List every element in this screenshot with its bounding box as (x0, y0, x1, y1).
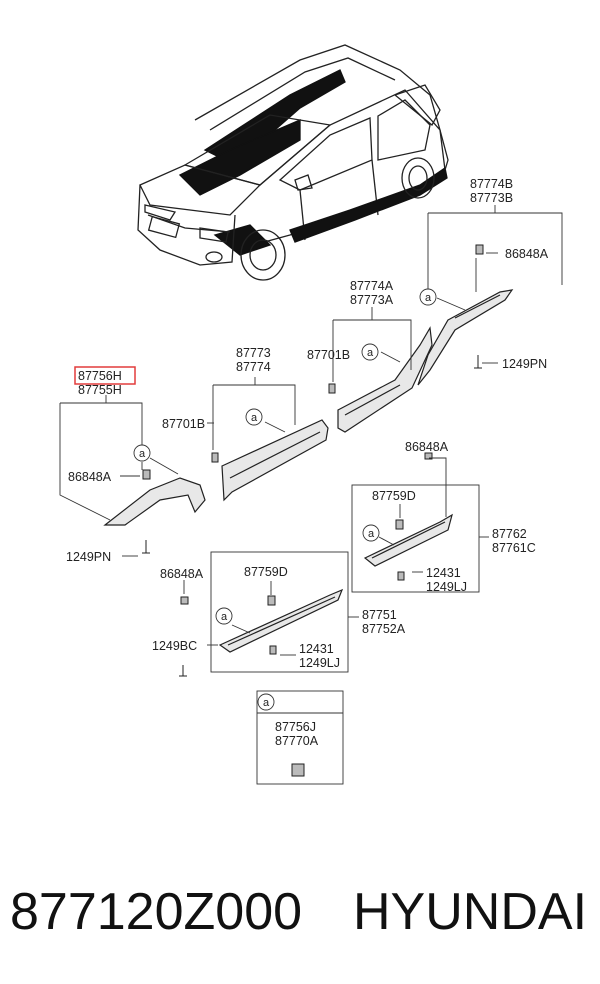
label-87759d-bottom: 87759D (244, 565, 288, 579)
label-87774a: 87774A (350, 279, 394, 293)
callout-a-marker (133, 444, 151, 462)
label-87759d-right: 87759D (372, 489, 416, 503)
label-1249lj-bottom: 1249LJ (299, 656, 340, 670)
label-86848a-top: 86848A (505, 247, 549, 261)
rear-door-moulding (337, 326, 433, 433)
label-1249lj-right: 1249LJ (426, 580, 467, 594)
label-87773: 87773 (236, 346, 271, 360)
label-87755h: 87755H (78, 383, 122, 397)
label-87773a: 87773A (350, 293, 394, 307)
callout-a: a (367, 347, 374, 359)
label-12431-bottom: 12431 (299, 642, 334, 656)
callout-letters: a a a a a a a (139, 292, 432, 709)
parts-diagram: a a a a a a a 87774B 87773B 86848A 87774… (59, 44, 563, 785)
front-door-moulding (221, 419, 329, 502)
callout-markers (133, 288, 437, 711)
callout-a: a (139, 448, 146, 460)
label-1249bc: 1249BC (152, 639, 197, 653)
label-87770a: 87770A (275, 734, 319, 748)
highlight-box (74, 366, 136, 385)
label-86848a-right: 86848A (405, 440, 449, 454)
callout-a-marker (245, 408, 263, 426)
label-12431-right: 12431 (426, 566, 461, 580)
label-87756h: 87756H (78, 369, 122, 383)
brand-name: HYUNDAI (353, 883, 588, 941)
label-1249pn-left: 1249PN (66, 550, 111, 564)
fasteners (142, 244, 484, 777)
vehicle-illustration (137, 44, 449, 281)
callout-a-marker (361, 343, 379, 361)
label-87701b-top: 87701B (307, 348, 350, 362)
part-number: 877120Z000 (10, 883, 303, 941)
label-87752a: 87752A (362, 622, 406, 636)
callout-a-marker (362, 524, 380, 542)
label-1249pn-top: 1249PN (502, 357, 547, 371)
label-87751: 87751 (362, 608, 397, 622)
label-87774b: 87774B (470, 177, 513, 191)
moulding-parts (103, 289, 514, 653)
label-87701b-mid: 87701B (162, 417, 205, 431)
callout-a: a (221, 611, 228, 623)
callout-a-marker (257, 693, 275, 711)
product-footer: 877120Z000 HYUNDAI (0, 872, 600, 952)
label-87756j: 87756J (275, 720, 316, 734)
callout-a: a (251, 412, 258, 424)
label-87761c: 87761C (492, 541, 536, 555)
callout-a: a (263, 697, 270, 709)
label-87774: 87774 (236, 360, 271, 374)
callout-a: a (425, 292, 432, 304)
label-86848a-bottom: 86848A (160, 567, 204, 581)
rear-quarter-moulding (417, 289, 514, 386)
callout-a: a (368, 528, 375, 540)
label-87773b: 87773B (470, 191, 513, 205)
label-87762: 87762 (492, 527, 527, 541)
leader-lines (59, 205, 563, 785)
label-86848a-left: 86848A (68, 470, 112, 484)
callout-a-marker (215, 607, 233, 625)
part-labels: 87774B 87773B 86848A 87774A 87773A 87701… (66, 177, 549, 748)
callout-a-marker (419, 288, 437, 306)
fender-moulding (103, 477, 206, 526)
